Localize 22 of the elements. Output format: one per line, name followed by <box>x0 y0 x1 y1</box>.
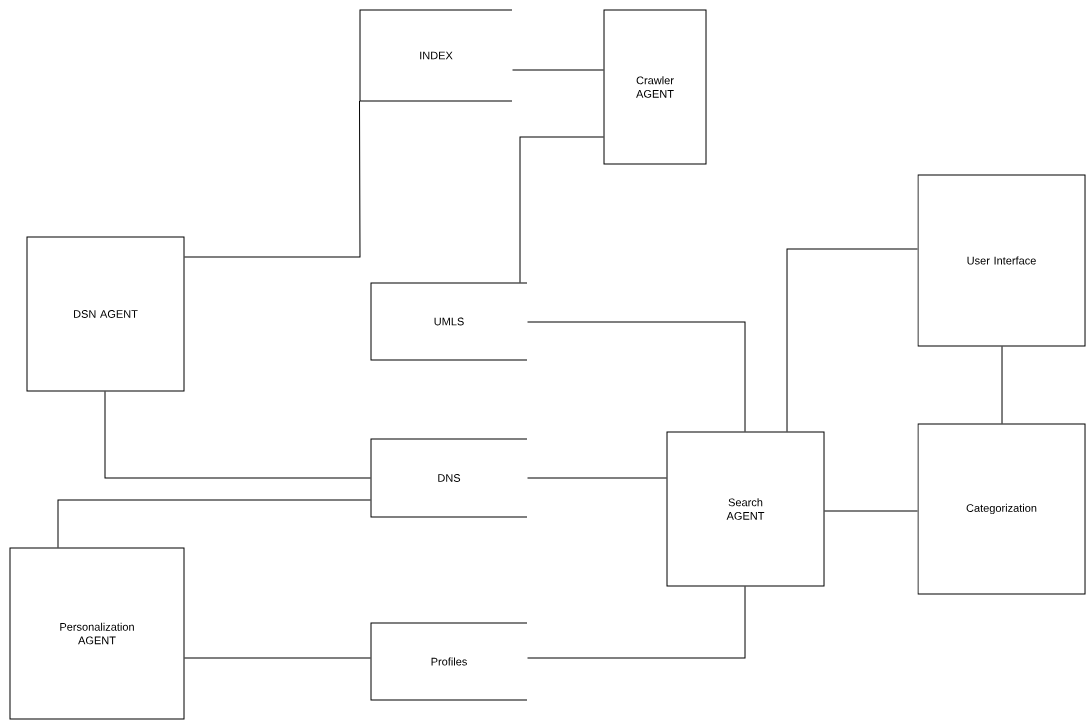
data-store: UMLS <box>370 282 528 361</box>
agent-box: Personalization AGENT <box>9 547 185 720</box>
connector-line <box>57 499 371 548</box>
connector-line <box>824 510 918 512</box>
connector-line <box>184 657 371 659</box>
connector-line <box>519 136 604 283</box>
data-store: DNS <box>370 438 528 518</box>
data-store: INDEX <box>359 9 513 102</box>
agent-box: User Interface <box>917 174 1086 347</box>
connector-line <box>527 586 746 659</box>
agent-box: DSN AGENT <box>26 236 185 392</box>
connector-line <box>184 100 361 258</box>
connector-line <box>786 248 918 432</box>
connector-line <box>1001 346 1003 424</box>
agent-box: Search AGENT <box>666 431 825 587</box>
connector-line <box>527 321 746 432</box>
connector-line <box>512 69 604 71</box>
connector-line <box>527 477 667 479</box>
agent-box: Categorization <box>917 423 1086 595</box>
connector-line <box>104 391 371 479</box>
agent-box: Crawler AGENT <box>603 9 707 165</box>
data-store: Profiles <box>370 622 528 701</box>
